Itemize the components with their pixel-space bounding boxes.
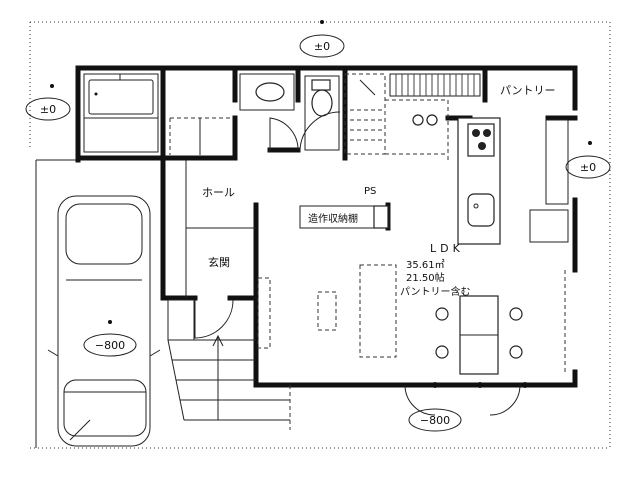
storage-shelf — [299, 205, 391, 229]
staircase — [344, 73, 449, 160]
living-furniture — [317, 264, 397, 358]
level-marker-bottom: −800 — [408, 408, 462, 432]
stair-hatch — [389, 73, 481, 97]
level-marker-right: ±0 — [565, 155, 611, 179]
label-hall: ホール — [202, 186, 235, 199]
level-left-label: ±0 — [40, 103, 56, 116]
kitchen-counter — [457, 117, 501, 245]
stools — [412, 114, 438, 126]
label-area-m2: 35.61㎡ — [406, 259, 445, 271]
label-storage: 造作収納棚 — [308, 212, 358, 225]
level-parking-label: −800 — [95, 339, 125, 352]
level-marker-left: ±0 — [25, 97, 71, 121]
hall-door — [269, 117, 299, 152]
level-marker-parking: −800 — [83, 333, 137, 357]
label-entrance: 玄関 — [208, 255, 230, 269]
level-marker-top: ±0 — [299, 34, 345, 58]
unit-bath — [83, 73, 159, 153]
pantry-shelves — [529, 119, 569, 243]
level-top-label: ±0 — [314, 40, 330, 53]
level-right-label: ±0 — [580, 161, 596, 174]
car — [47, 195, 161, 447]
terrace-doors — [404, 270, 566, 416]
label-pantry-note: パントリー含む — [400, 285, 471, 298]
entrance-steps — [167, 339, 291, 430]
label-pantry: パントリー — [500, 84, 556, 97]
dining-set — [435, 295, 523, 375]
exterior-walls — [75, 65, 578, 388]
level-bottom-label: −800 — [420, 414, 450, 427]
label-ps: PS — [364, 186, 376, 197]
entrance-details — [167, 160, 271, 420]
toilet-room — [299, 75, 341, 151]
label-area-jo: 21.50帖 — [406, 271, 445, 284]
washroom — [169, 73, 295, 155]
site-boundary — [29, 20, 611, 449]
label-ldk: LDK — [430, 242, 464, 255]
